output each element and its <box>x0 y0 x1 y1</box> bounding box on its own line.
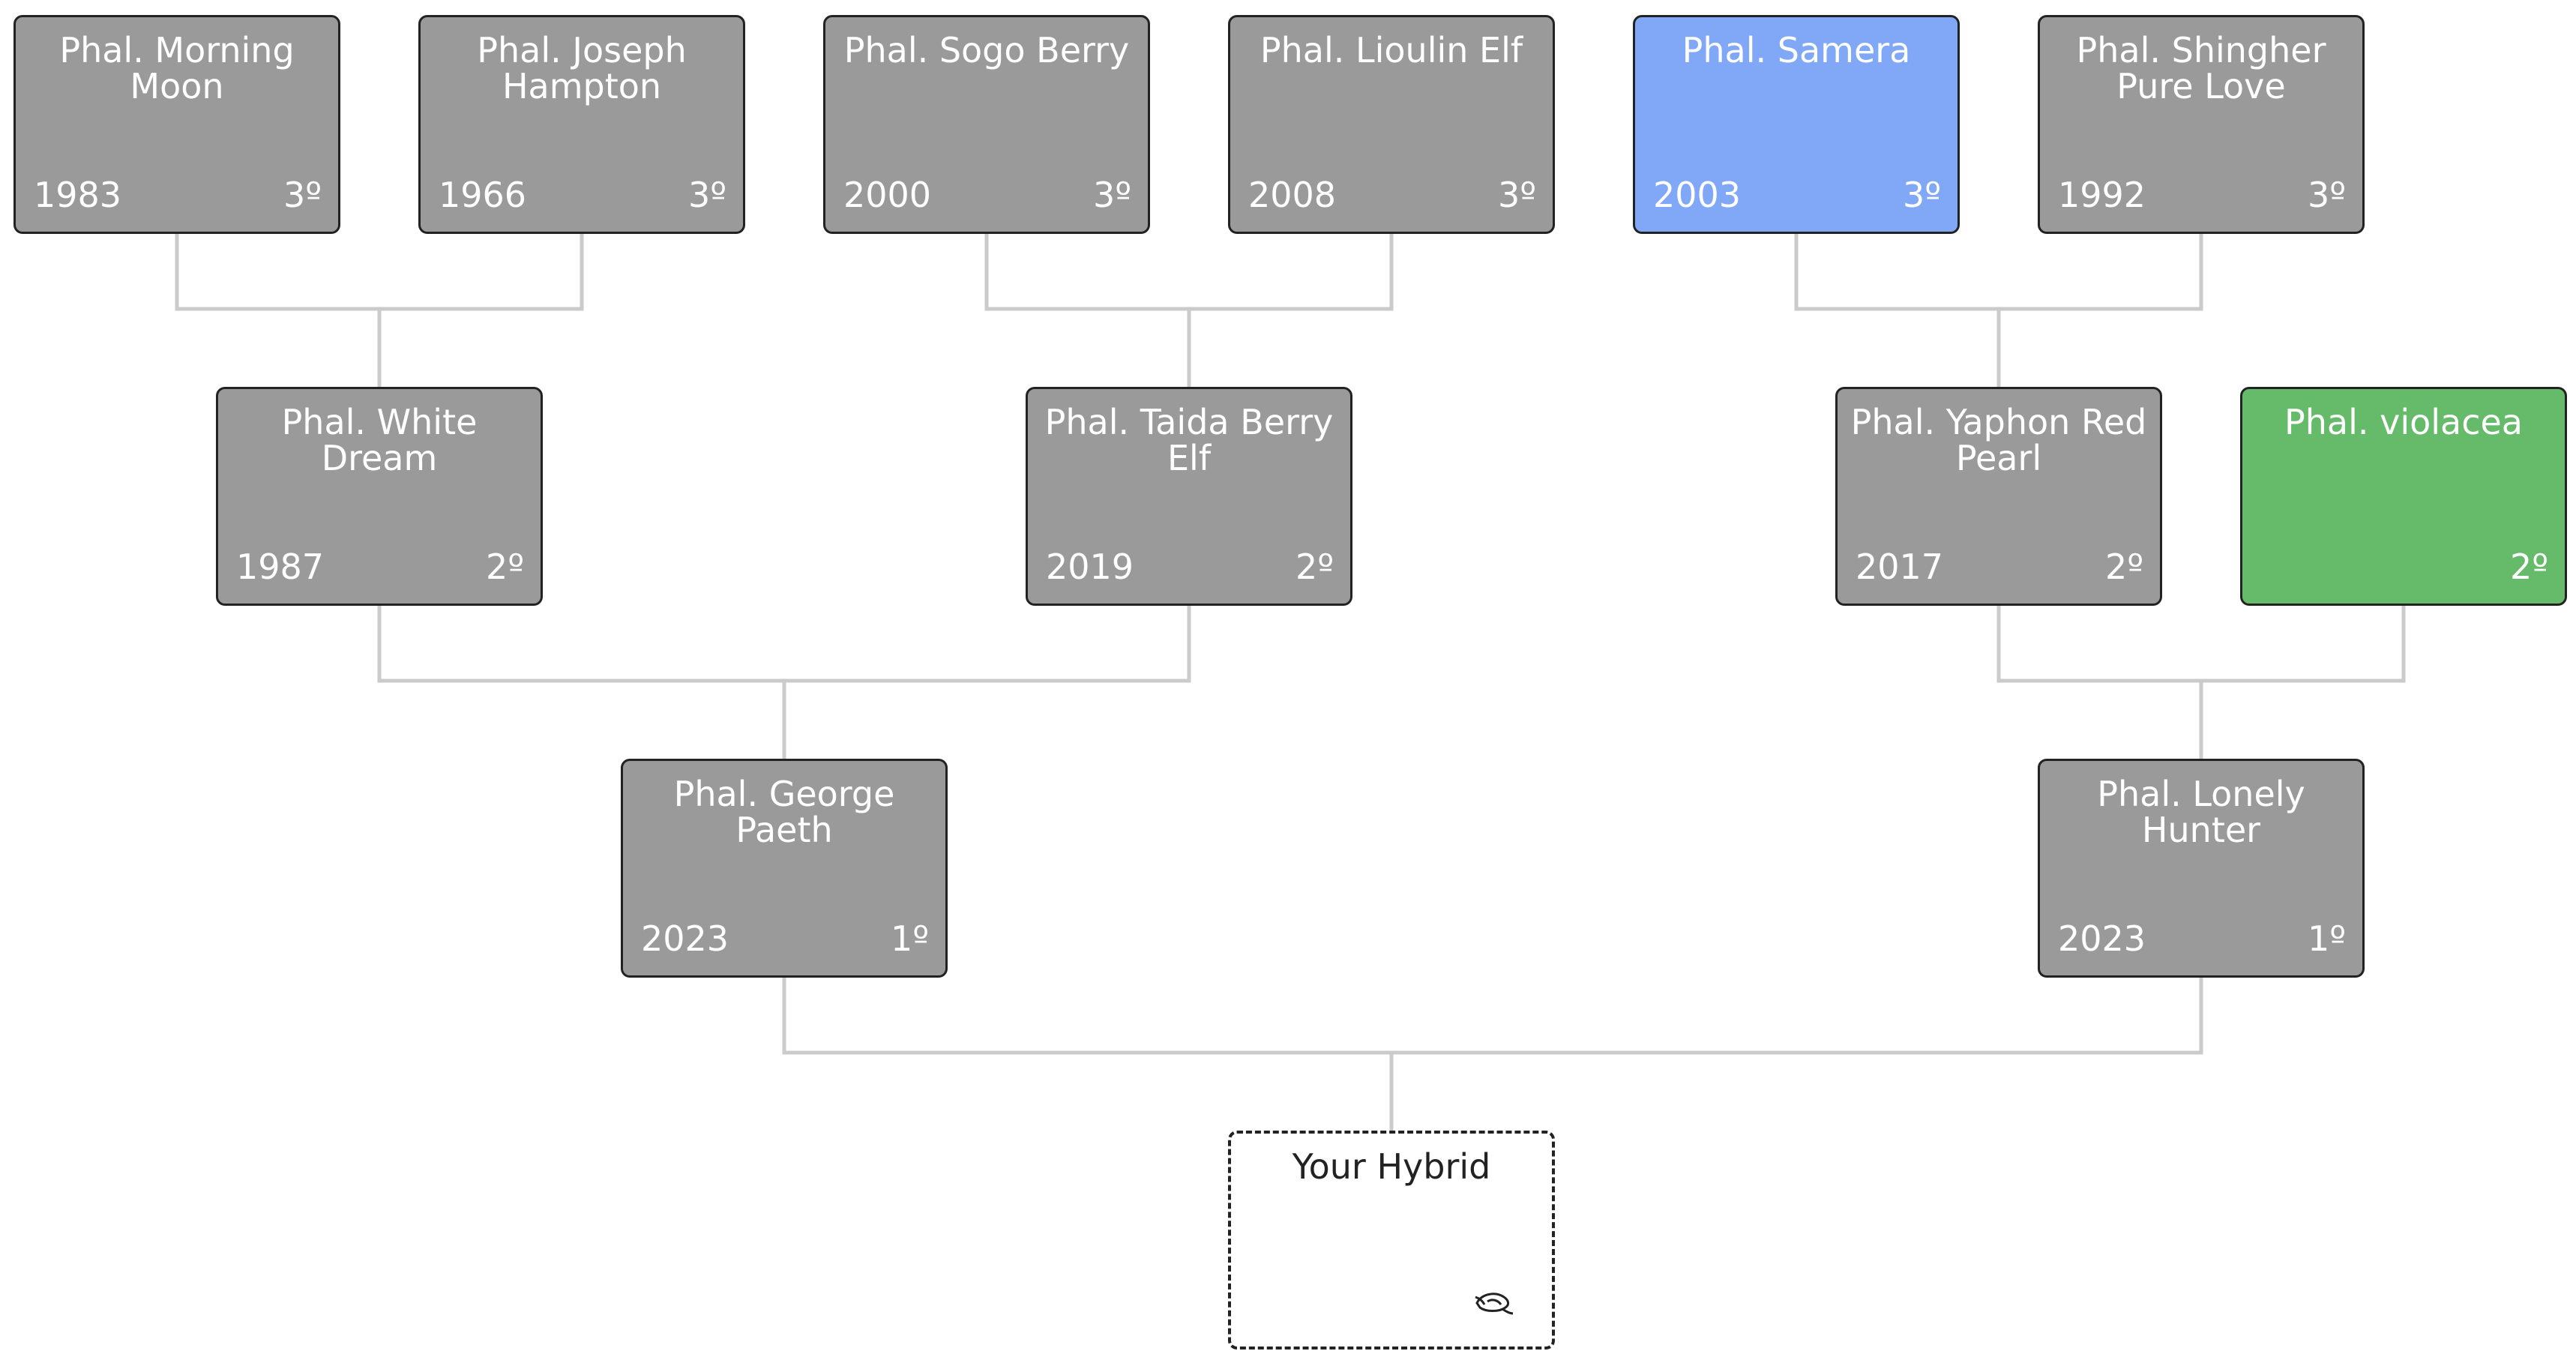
node-year: 2003 <box>1653 175 1742 215</box>
node-degree: 3º <box>1903 175 1941 215</box>
node-year: 2019 <box>1046 547 1134 587</box>
node-sogo-berry[interactable]: Phal. Sogo Berry 2000 3º <box>823 15 1150 234</box>
node-degree: 3º <box>1093 175 1131 215</box>
node-samera[interactable]: Phal. Samera 2003 3º <box>1633 15 1960 234</box>
node-name: Phal. Joseph Hampton <box>477 30 687 106</box>
node-degree: 1º <box>891 918 929 959</box>
node-lioulin-elf[interactable]: Phal. Lioulin Elf 2008 3º <box>1228 15 1555 234</box>
node-degree: 2º <box>1295 547 1334 587</box>
node-year: 1992 <box>2058 175 2146 215</box>
connector-yaphon-violacea <box>1996 606 2406 759</box>
node-year: 2023 <box>641 918 729 959</box>
node-degree: 2º <box>2510 547 2548 587</box>
node-name: Phal. Yaphon Red Pearl <box>1850 402 2147 478</box>
node-name: Phal. Morning Moon <box>59 30 295 106</box>
node-degree: 3º <box>688 175 726 215</box>
node-year: 1983 <box>34 175 122 215</box>
node-name: Phal. Samera <box>1682 30 1911 70</box>
node-degree: 3º <box>283 175 322 215</box>
node-degree: 2º <box>486 547 524 587</box>
node-name: Phal. violacea <box>2284 402 2523 442</box>
node-year: 1987 <box>236 547 325 587</box>
node-name: Phal. Sogo Berry <box>843 30 1130 70</box>
node-year: 2000 <box>843 175 932 215</box>
node-degree: 3º <box>1498 175 1536 215</box>
node-year: 2017 <box>1856 547 1944 587</box>
node-shingher-pure-love[interactable]: Phal. Shingher Pure Love 1992 3º <box>2038 15 2365 234</box>
node-year: 1966 <box>439 175 527 215</box>
node-morning-moon[interactable]: Phal. Morning Moon 1983 3º <box>13 15 340 234</box>
node-violacea[interactable]: Phal. violacea 2º <box>2240 387 2567 606</box>
node-year: 2008 <box>1248 175 1337 215</box>
node-lonely-hunter[interactable]: Phal. Lonely Hunter 2023 1º <box>2038 759 2365 978</box>
node-name: Phal. Shingher Pure Love <box>2076 30 2326 106</box>
orchid-flower-icon <box>1472 1287 1514 1320</box>
node-degree: 1º <box>2308 918 2346 959</box>
connector-sogo-berry-lioulin-elf <box>984 234 1394 387</box>
node-joseph-hampton[interactable]: Phal. Joseph Hampton 1966 3º <box>418 15 745 234</box>
node-george-paeth[interactable]: Phal. George Paeth 2023 1º <box>621 759 948 978</box>
connector-white-dream-taida-berry-elf <box>377 606 1191 759</box>
connector-morning-moon-joseph-hampton <box>175 234 584 387</box>
node-year: 2023 <box>2058 918 2146 959</box>
connector-parents-hybrid <box>782 978 2203 1131</box>
node-yaphon-red-pearl[interactable]: Phal. Yaphon Red Pearl 2017 2º <box>1835 387 2162 606</box>
node-degree: 3º <box>2308 175 2346 215</box>
node-taida-berry-elf[interactable]: Phal. Taida Berry Elf 2019 2º <box>1026 387 1352 606</box>
node-name: Phal. White Dream <box>281 402 478 478</box>
node-degree: 2º <box>2105 547 2143 587</box>
node-name: Phal. Taida Berry Elf <box>1044 402 1334 478</box>
node-white-dream[interactable]: Phal. White Dream 1987 2º <box>216 387 543 606</box>
node-name: Phal. Lonely Hunter <box>2097 774 2305 850</box>
node-name: Phal. Lioulin Elf <box>1260 30 1523 70</box>
connector-samera-shingher <box>1794 234 2203 387</box>
node-name: Your Hybrid <box>1292 1146 1491 1187</box>
node-name: Phal. George Paeth <box>673 774 895 850</box>
node-your-hybrid[interactable]: Your Hybrid <box>1228 1131 1555 1350</box>
